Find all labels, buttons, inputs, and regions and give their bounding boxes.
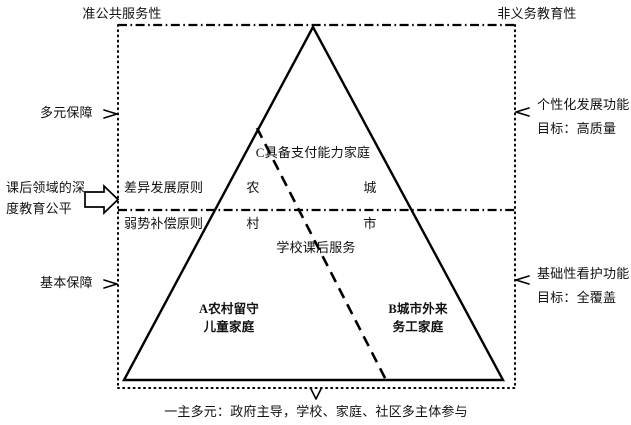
label-group-b-line2: 务工家庭 (392, 320, 444, 334)
label-urban-top: 城 (363, 180, 377, 195)
label-group-a-line1: A农村留守 (198, 302, 260, 316)
multi-guarantee-connector-icon (103, 109, 118, 119)
label-basic-care-function: 基础性看护功能 (537, 266, 630, 281)
label-rural-bottom: 村 (246, 216, 260, 231)
title-top-right: 非义务教育性 (497, 6, 577, 21)
personalized-connector-icon (515, 107, 530, 117)
label-group-c: C具备支付能力家庭 (255, 145, 371, 160)
label-group-a-line2: 儿童家庭 (203, 320, 255, 334)
label-differential-principle: 差异发展原则 (124, 180, 204, 195)
title-top-left: 准公共服务性 (82, 6, 162, 21)
footer-caption: 一主多元：政府主导，学校、家庭、社区多主体参与 (164, 404, 468, 419)
label-group-b-line1: B城市外来 (388, 302, 448, 316)
label-personalized-goal: 目标：高质量 (537, 121, 617, 136)
label-multi-guarantee: 多元保障 (40, 105, 93, 120)
label-deep-equity-line2: 度教育公平 (6, 201, 73, 216)
label-basic-care-goal: 目标：全覆盖 (537, 290, 617, 305)
label-disadvantaged-principle: 弱势补偿原则 (124, 216, 204, 231)
label-personalized-function: 个性化发展功能 (537, 97, 630, 112)
deep-equity-block-arrow-icon (84, 183, 120, 216)
footer-connector-arrow-icon (310, 388, 322, 400)
label-urban-bottom: 市 (363, 216, 377, 231)
basic-care-connector-icon (515, 275, 530, 285)
label-school-service: 学校课后服务 (276, 240, 356, 255)
label-basic-guarantee: 基本保障 (40, 275, 93, 290)
basic-guarantee-connector-icon (103, 279, 118, 289)
label-rural-top: 农 (246, 180, 260, 195)
main-triangle (121, 24, 506, 382)
label-deep-equity-line1: 课后领域的深 (6, 180, 86, 195)
